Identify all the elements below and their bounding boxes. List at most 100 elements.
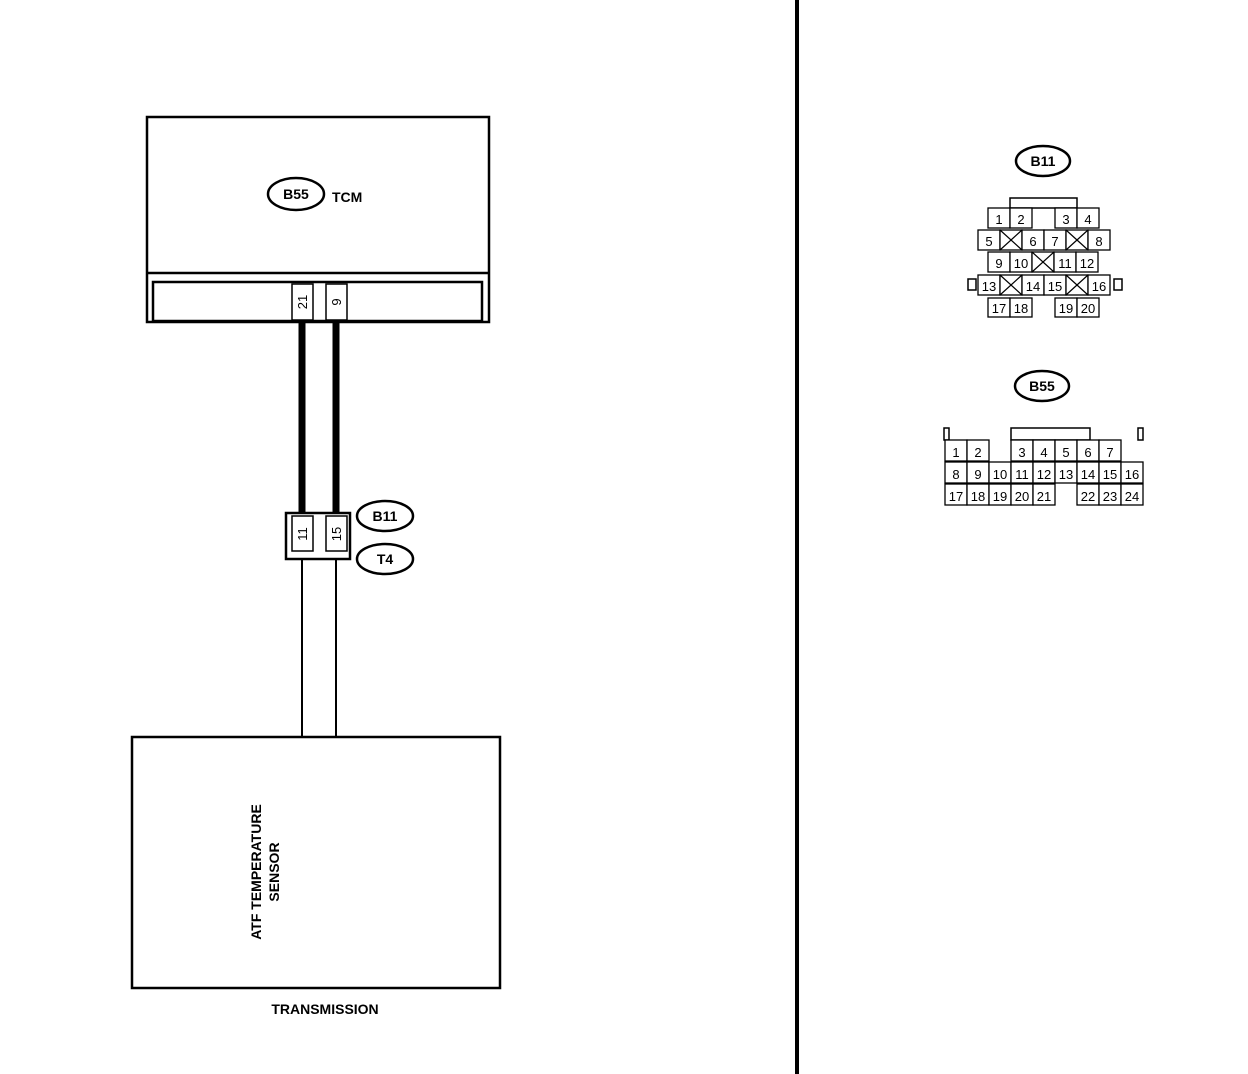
pin-number: 10 xyxy=(993,467,1007,482)
t4-oval xyxy=(355,542,415,576)
pin-cell: 10 xyxy=(1009,251,1033,273)
pin-number: 22 xyxy=(1081,489,1095,504)
pin-number: 7 xyxy=(1051,234,1058,249)
pin-number: 8 xyxy=(952,467,959,482)
pin-cell: 24 xyxy=(1120,483,1144,506)
t4-label: T4 xyxy=(377,551,394,567)
pin-number: 13 xyxy=(1059,467,1073,482)
tcm-connector-strip xyxy=(151,280,484,323)
pin-cell: 16 xyxy=(1120,461,1144,484)
pin-number: 17 xyxy=(992,301,1006,316)
pin-cell: 8 xyxy=(1087,229,1111,251)
pin-cell: 3 xyxy=(1010,439,1034,462)
transmission-label: TRANSMISSION xyxy=(271,1001,378,1017)
pin-number: 18 xyxy=(971,489,985,504)
joint-pin-label: 11 xyxy=(295,527,310,541)
pin-cell: 7 xyxy=(1043,229,1067,251)
pin-cell: 9 xyxy=(966,461,990,484)
pin-number: 2 xyxy=(1017,212,1024,227)
pin-number: 12 xyxy=(1037,467,1051,482)
b11-label: B11 xyxy=(373,508,398,524)
tcm-pin-label: 9 xyxy=(329,298,344,305)
pin-number: 15 xyxy=(1048,279,1062,294)
pin-number: 6 xyxy=(1029,234,1036,249)
connector-tab xyxy=(943,427,950,441)
pin-cell: 21 xyxy=(1032,483,1056,506)
pin-cell: 19 xyxy=(1054,297,1078,318)
connector-latch xyxy=(1009,197,1078,209)
sensor-label-line2: SENSOR xyxy=(266,842,282,901)
b11-face-oval xyxy=(1014,144,1072,178)
pin-cell: 5 xyxy=(1054,439,1078,462)
pin-number: 4 xyxy=(1040,445,1047,460)
pin-cell: 18 xyxy=(1009,297,1033,318)
pin-number: 9 xyxy=(995,256,1002,271)
pin-cell: 6 xyxy=(1021,229,1045,251)
pin-number: 18 xyxy=(1014,301,1028,316)
blank-cavity xyxy=(999,229,1023,251)
pin-cell: 20 xyxy=(1010,483,1034,506)
pin-cell: 19 xyxy=(988,483,1012,506)
pin-number: 16 xyxy=(1125,467,1139,482)
pin-cell: 4 xyxy=(1076,207,1100,229)
pin-cell: 17 xyxy=(944,483,968,506)
pin-number: 9 xyxy=(974,467,981,482)
connector-latch xyxy=(1010,427,1091,441)
pin-number: 14 xyxy=(1081,467,1095,482)
pin-cell: 14 xyxy=(1076,461,1100,484)
tcm-block: B55 TCM 21 9 xyxy=(145,115,491,324)
pin-number: 12 xyxy=(1080,256,1094,271)
blank-cavity xyxy=(1031,251,1055,273)
pin-number: 15 xyxy=(1103,467,1117,482)
joint-pin-label: 15 xyxy=(329,527,344,541)
pin-cell: 23 xyxy=(1098,483,1122,506)
pin-number: 1 xyxy=(952,445,959,460)
tcm-name: TCM xyxy=(332,189,362,205)
pin-cell: 2 xyxy=(1009,207,1033,229)
pin-cell: 11 xyxy=(1010,461,1034,484)
pin-cell: 4 xyxy=(1032,439,1056,462)
pin-number: 10 xyxy=(1014,256,1028,271)
pin-cell: 13 xyxy=(977,274,1001,296)
pin-number: 5 xyxy=(985,234,992,249)
tcm-connector-oval xyxy=(266,176,326,212)
pin-cell: 1 xyxy=(987,207,1011,229)
pin-cell: 17 xyxy=(987,297,1011,318)
b11-oval xyxy=(355,499,415,533)
pin-number: 19 xyxy=(1059,301,1073,316)
pin-cell: 2 xyxy=(966,439,990,462)
pin-number: 13 xyxy=(982,279,996,294)
pin-number: 20 xyxy=(1015,489,1029,504)
pin-cell: 11 xyxy=(1053,251,1077,273)
pin-cell: 22 xyxy=(1076,483,1100,506)
pin-number: 11 xyxy=(1015,467,1029,482)
blank-cavity xyxy=(1065,274,1089,296)
pin-cell: 18 xyxy=(966,483,990,506)
pin-number: 1 xyxy=(995,212,1002,227)
blank-cavity xyxy=(1065,229,1089,251)
blank-cavity xyxy=(999,274,1023,296)
pin-cell: 16 xyxy=(1087,274,1111,296)
pin-cell: 20 xyxy=(1076,297,1100,318)
pin-cell: 13 xyxy=(1054,461,1078,484)
pin-number: 6 xyxy=(1084,445,1091,460)
b55-face-oval xyxy=(1013,369,1071,403)
pin-number: 17 xyxy=(949,489,963,504)
pin-number: 5 xyxy=(1062,445,1069,460)
pin-cell: 1 xyxy=(944,439,968,462)
pin-number: 24 xyxy=(1125,489,1139,504)
pin-cell: 12 xyxy=(1032,461,1056,484)
connector-tab xyxy=(1113,278,1123,291)
pin-number: 14 xyxy=(1026,279,1040,294)
pin-number: 21 xyxy=(1037,489,1051,504)
pin-number: 3 xyxy=(1018,445,1025,460)
pin-number: 20 xyxy=(1081,301,1095,316)
pin-cell: 15 xyxy=(1043,274,1067,296)
pin-number: 23 xyxy=(1103,489,1117,504)
pin-number: 4 xyxy=(1084,212,1091,227)
